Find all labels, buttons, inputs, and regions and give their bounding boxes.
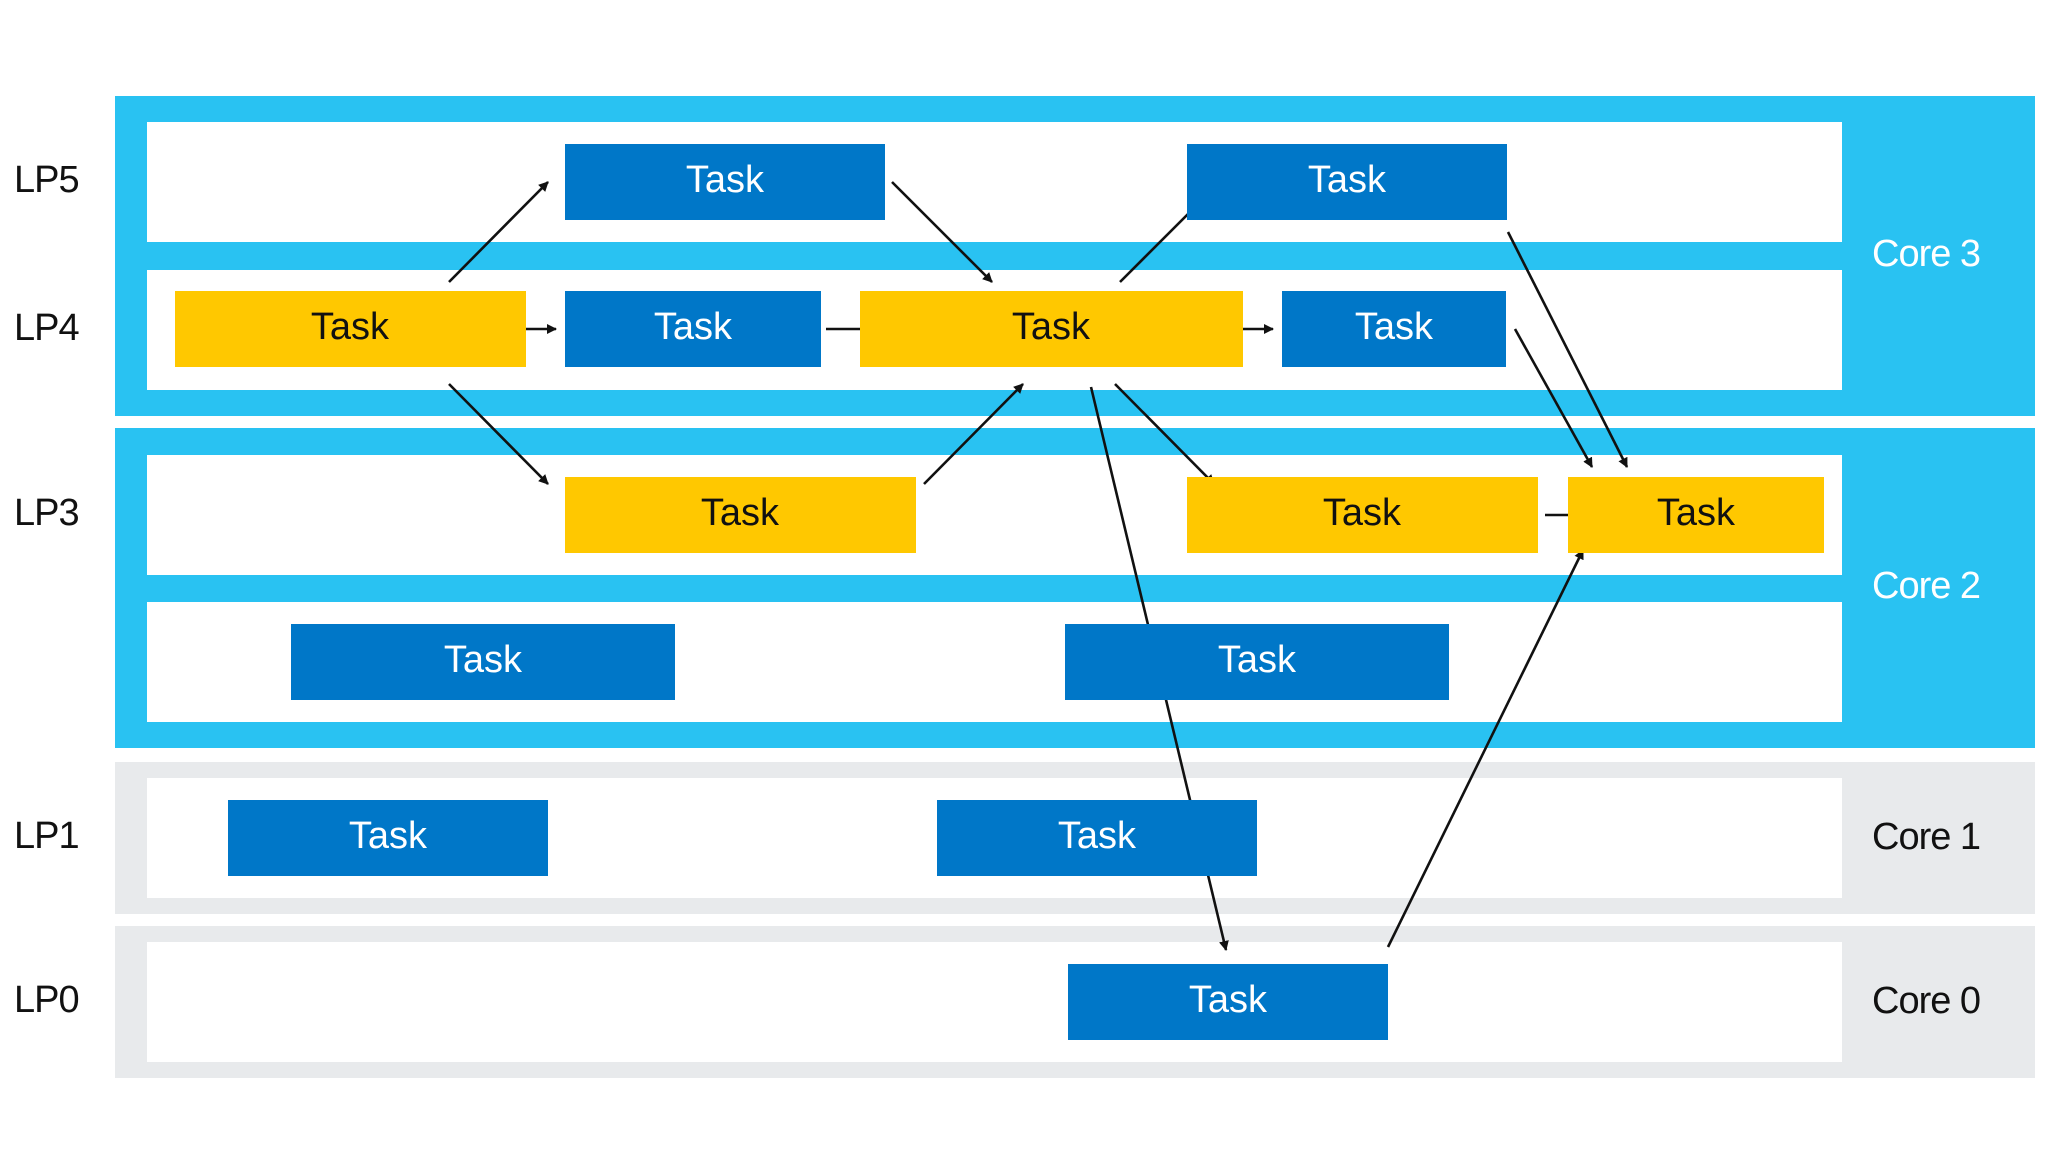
dependency-arrow xyxy=(1114,383,1215,485)
lane-lp5 xyxy=(147,122,1842,242)
task-layer: Task Task Task Task Task Task Task Task xyxy=(175,144,1824,1040)
svg-text:Task: Task xyxy=(1012,306,1091,348)
dependency-arrow xyxy=(1513,328,1594,468)
svg-text:Task: Task xyxy=(1218,639,1297,681)
dependency-arrow xyxy=(923,383,1024,485)
svg-text:Task: Task xyxy=(1189,979,1268,1021)
dependency-arrow xyxy=(448,181,549,283)
task-box: Task xyxy=(860,291,1243,367)
svg-text:Task: Task xyxy=(311,306,390,348)
dependency-arrow xyxy=(448,383,549,485)
task-box: Task xyxy=(175,291,526,367)
svg-text:Task: Task xyxy=(1308,159,1387,201)
task-box: Task xyxy=(228,800,548,876)
svg-text:Task: Task xyxy=(1323,492,1402,534)
core1-label: Core 1 xyxy=(1872,816,1981,858)
svg-text:Task: Task xyxy=(654,306,733,348)
task-box: Task xyxy=(937,800,1257,876)
dependency-arrow xyxy=(891,181,993,283)
task-box: Task xyxy=(1187,477,1538,553)
svg-text:Task: Task xyxy=(701,492,780,534)
task-box: Task xyxy=(1187,144,1507,220)
lp5-label: LP5 xyxy=(14,159,80,201)
svg-text:Task: Task xyxy=(1355,306,1434,348)
svg-text:Task: Task xyxy=(1058,815,1137,857)
task-box: Task xyxy=(565,144,885,220)
lp4-label: LP4 xyxy=(14,307,80,349)
svg-text:Task: Task xyxy=(686,159,765,201)
lp3-label: LP3 xyxy=(14,492,80,534)
svg-text:Task: Task xyxy=(1657,492,1736,534)
lane-lp0 xyxy=(147,942,1842,1062)
lp1-label: LP1 xyxy=(14,815,80,857)
task-box: Task xyxy=(565,291,821,367)
dependency-arrow xyxy=(1386,549,1585,948)
task-box: Task xyxy=(565,477,916,553)
core0-label: Core 0 xyxy=(1872,980,1981,1022)
core3-label: Core 3 xyxy=(1872,233,1981,275)
task-box: Task xyxy=(1568,477,1824,553)
task-box: Task xyxy=(1068,964,1388,1040)
lp0-label: LP0 xyxy=(14,979,80,1021)
dependency-arrow xyxy=(1506,231,1629,468)
task-box: Task xyxy=(1282,291,1506,367)
core2-label: Core 2 xyxy=(1872,565,1981,607)
task-box: Task xyxy=(291,624,675,700)
svg-text:Task: Task xyxy=(349,815,428,857)
svg-text:Task: Task xyxy=(444,639,523,681)
task-box: Task xyxy=(1065,624,1449,700)
